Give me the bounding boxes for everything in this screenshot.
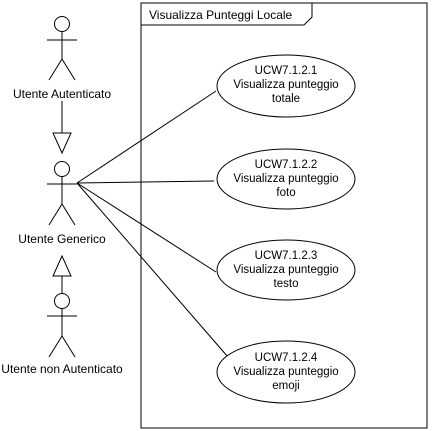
use-case-name-cont: emoji: [272, 380, 299, 392]
generalizations: [52, 101, 72, 296]
association-line-2: [76, 180, 215, 184]
actor-label-utente-non-autenticato: Utente non Autenticato: [1, 362, 123, 376]
actor-utente-non-autenticato: [47, 293, 77, 358]
boundary-title-tab: [140, 2, 313, 26]
use-case-name: Visualizza punteggio: [233, 366, 338, 378]
use-case-id: UCW7.1.2.2: [255, 159, 318, 171]
actor-right-leg: [61, 203, 76, 226]
use-case-ucw7-1-2-1: UCW7.1.2.1 Visualizza punteggio totale: [216, 54, 356, 118]
actor-head: [54, 293, 70, 309]
associations: [76, 90, 229, 358]
use-case-name-cont: foto: [276, 187, 295, 199]
use-case-name: Visualizza punteggio: [233, 264, 338, 276]
actor-label-utente-generico: Utente Generico: [18, 232, 106, 246]
use-case-ucw7-1-2-4: UCW7.1.2.4 Visualizza punteggio emoji: [216, 340, 356, 404]
use-case-ellipse: [216, 148, 356, 210]
use-case-name: Visualizza punteggio: [233, 79, 338, 91]
association-line-3: [76, 182, 217, 273]
use-case-name-cont: testo: [274, 278, 299, 290]
use-case-name: Visualizza punteggio: [233, 173, 338, 185]
generalization-arrow-bottom: [52, 254, 72, 277]
generalization-arrow-top: [52, 132, 72, 155]
actor-head: [54, 161, 70, 177]
actor-utente-autenticato: [47, 16, 77, 81]
association-line-1: [76, 90, 217, 184]
actor-utente-generico: [47, 161, 77, 226]
use-case-ucw7-1-2-3: UCW7.1.2.3 Visualizza punteggio testo: [216, 239, 356, 301]
actor-right-leg: [61, 58, 76, 81]
use-case-ellipse: [216, 239, 356, 301]
actor-left-leg: [48, 203, 63, 226]
actor-right-leg: [61, 335, 76, 358]
actor-left-leg: [48, 58, 63, 81]
actor-head: [54, 16, 70, 32]
use-case-ellipse: [216, 340, 356, 404]
use-case-id: UCW7.1.2.4: [255, 352, 318, 364]
boundary-title: Visualizza Punteggi Locale: [149, 8, 293, 22]
use-case-ucw7-1-2-2: UCW7.1.2.2 Visualizza punteggio foto: [216, 148, 356, 210]
association-line-4: [76, 182, 229, 358]
use-case-id: UCW7.1.2.1: [255, 65, 318, 77]
use-case-ellipse: [216, 54, 356, 118]
actor-left-leg: [48, 335, 63, 358]
actor-label-utente-autenticato: Utente Autenticato: [13, 87, 111, 101]
use-case-id: UCW7.1.2.3: [255, 250, 318, 262]
use-case-name-cont: totale: [272, 93, 300, 105]
